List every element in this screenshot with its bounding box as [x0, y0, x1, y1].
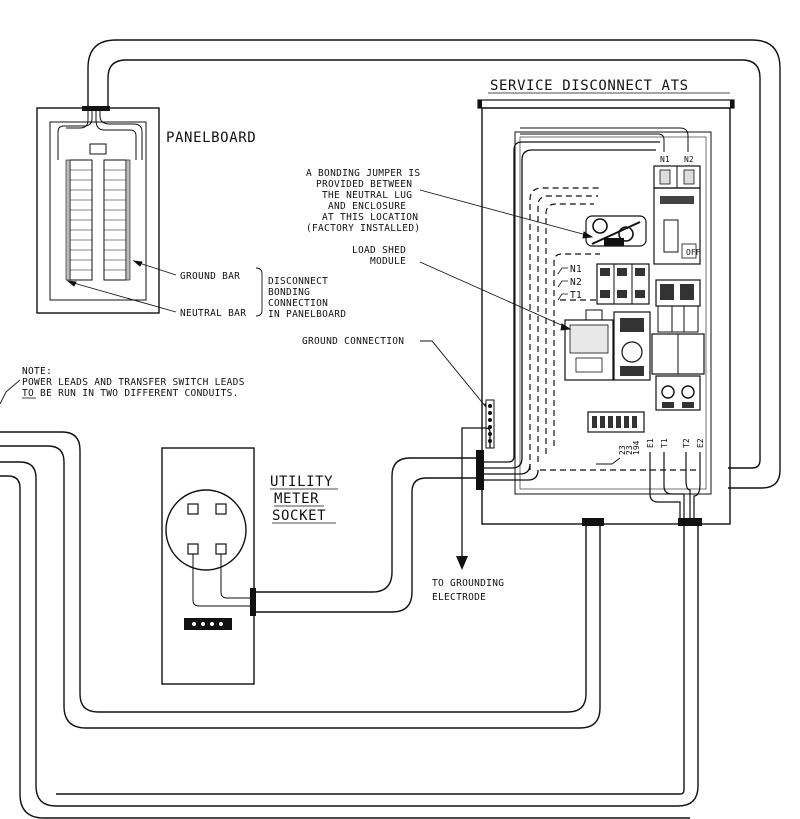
small-terminal-labels: 23 23 194: [618, 440, 641, 455]
load-shed-leader: [419, 261, 572, 331]
ats-title: SERVICE DISCONNECT ATS: [490, 78, 689, 94]
bracket: [255, 267, 263, 317]
main-breaker: OFF: [653, 165, 701, 265]
svg-text:TO BE RUN IN TWO DIFFERENT CON: TO BE RUN IN TWO DIFFERENT CONDUITS.: [22, 388, 239, 399]
svg-text:ELECTRODE: ELECTRODE: [432, 592, 486, 603]
neutral-bar-label: NEUTRAL BAR: [180, 308, 246, 319]
dashed-wiring: [529, 187, 700, 471]
conduit-fitting-1: [582, 518, 604, 526]
svg-text:23: 23: [625, 445, 634, 455]
svg-text:OFF: OFF: [686, 248, 701, 257]
svg-text:UTILITY: UTILITY: [270, 474, 333, 490]
svg-text:AT THIS LOCATION: AT THIS LOCATION: [322, 212, 418, 223]
svg-text:IN PANELBOARD: IN PANELBOARD: [268, 309, 346, 320]
bottom-wires: [649, 452, 701, 520]
svg-text:METER: METER: [274, 491, 319, 507]
grounding-electrode-label: TO GROUNDING ELECTRODE: [432, 578, 504, 603]
panelboard-label: PANELBOARD: [166, 130, 256, 146]
load-shed-label: LOAD SHED MODULE: [352, 245, 406, 267]
note-label: NOTE: POWER LEADS AND TRANSFER SWITCH LE…: [22, 366, 245, 399]
svg-text:N2: N2: [570, 277, 582, 288]
svg-text:MODULE: MODULE: [370, 256, 406, 267]
ground-connection-label: GROUND CONNECTION: [302, 336, 404, 347]
svg-text:N1: N1: [660, 155, 670, 164]
svg-text:AND ENCLOSURE: AND ENCLOSURE: [328, 201, 406, 212]
bonding-jumper-label: A BONDING JUMPER IS PROVIDED BETWEEN THE…: [306, 168, 420, 234]
conduit-lower: [0, 431, 699, 819]
top-breaker-labels: N1 N2: [660, 155, 694, 164]
lug-block: [596, 263, 650, 305]
right-terminal-column: [651, 279, 705, 411]
bar-leaders: [66, 260, 177, 313]
svg-text:(FACTORY INSTALLED): (FACTORY INSTALLED): [306, 223, 420, 234]
svg-text:THE NEUTRAL LUG: THE NEUTRAL LUG: [322, 190, 412, 201]
ground-bar-label: GROUND BAR: [180, 271, 240, 282]
ground-wire: [461, 427, 491, 560]
internal-heavy-wires: [484, 141, 660, 481]
lug-wires: [557, 267, 568, 301]
svg-text:POWER LEADS AND TRANSFER SWITC: POWER LEADS AND TRANSFER SWITCH LEADS: [22, 377, 245, 388]
conduit-top: [87, 39, 781, 489]
svg-text:TO GROUNDING: TO GROUNDING: [432, 578, 504, 589]
svg-text:23: 23: [618, 445, 627, 455]
svg-text:CONNECTION: CONNECTION: [268, 298, 328, 309]
disconnect-bonding-label: DISCONNECT BONDING CONNECTION IN PANELBO…: [268, 276, 346, 320]
bonding-leader: [419, 189, 594, 239]
svg-text:E2: E2: [696, 438, 705, 448]
ats-conduit-entry: [476, 450, 484, 490]
svg-text:BONDING: BONDING: [268, 287, 310, 298]
svg-text:E1: E1: [646, 438, 655, 448]
svg-text:T2: T2: [682, 438, 691, 448]
svg-text:N1: N1: [570, 264, 582, 275]
svg-text:T1: T1: [570, 290, 582, 301]
conduit-fitting-2: [678, 518, 702, 526]
lug-labels: N1 N2 T1: [570, 264, 582, 301]
svg-text:SOCKET: SOCKET: [272, 508, 326, 524]
svg-text:PROVIDED BETWEEN: PROVIDED BETWEEN: [316, 179, 412, 190]
svg-text:T1: T1: [660, 438, 669, 448]
note-leader: [0, 379, 21, 405]
svg-text:194: 194: [632, 440, 641, 455]
ground-connection-leader: [420, 340, 491, 413]
ats-enclosure: [477, 99, 735, 525]
svg-text:NOTE:: NOTE:: [22, 366, 52, 377]
svg-text:DISCONNECT: DISCONNECT: [268, 276, 328, 287]
terminal-strip: [587, 411, 645, 433]
conduit-meter-ats: [256, 457, 482, 613]
panelboard: [36, 106, 160, 314]
ground-arrow: [456, 556, 468, 570]
load-shed-module: [564, 309, 651, 381]
utility-meter-label: UTILITY METER SOCKET: [270, 474, 338, 524]
svg-text:A BONDING JUMPER IS: A BONDING JUMPER IS: [306, 168, 420, 179]
svg-text:N2: N2: [684, 155, 694, 164]
utility-meter-socket: [161, 447, 256, 685]
bonding-jumper-hardware: [585, 215, 647, 247]
svg-text:LOAD SHED: LOAD SHED: [352, 245, 406, 256]
bottom-terminal-labels: E1 T1 T2 E2: [646, 438, 705, 448]
